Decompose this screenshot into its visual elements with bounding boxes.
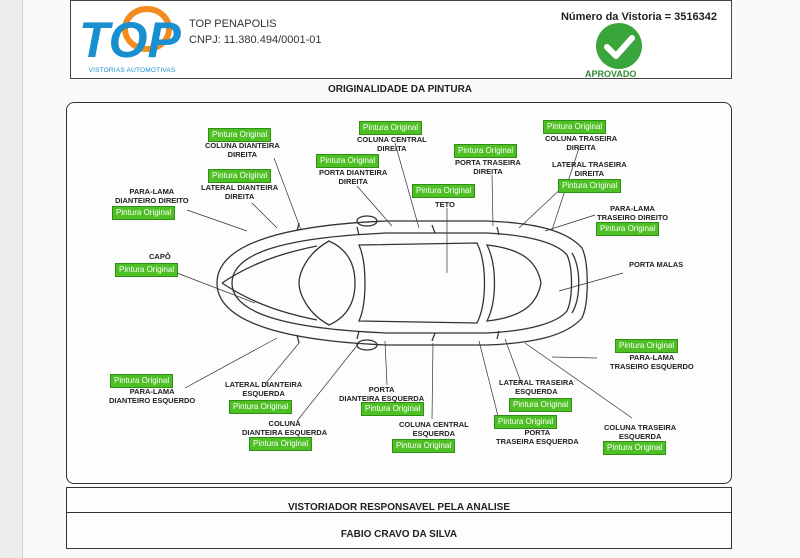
page-background: TOP VISTORIAS AUTOMOTIVAS TOP PENAPOLIS … [22, 0, 800, 558]
status-badge: Pintura Original [316, 154, 380, 168]
status-badge: Pintura Original [596, 222, 660, 236]
leader-line [491, 174, 494, 227]
leader-line [296, 342, 360, 422]
status-badge: Pintura Original [543, 120, 607, 134]
leader-line [264, 342, 300, 385]
part-label: PARA-LAMA TRASEIRO ESQUERDO [610, 353, 694, 371]
company-logo: TOP VISTORIAS AUTOMOTIVAS [77, 5, 182, 75]
status-badge: Pintura Original [412, 184, 476, 198]
company-name: TOP PENAPOLIS [189, 18, 277, 30]
status-badge: Pintura Original [509, 398, 573, 412]
part-label: COLUNA CENTRAL ESQUERDA [399, 420, 469, 438]
part-label: PORTA DIANTEIRA DIREITA [319, 168, 388, 186]
part-label: COLUNA TRASEIRA DIREITA [545, 134, 618, 152]
part-label: PORTA DIANTEIRA ESQUERDA [339, 385, 425, 403]
leader-line [478, 340, 500, 421]
leader-line [251, 202, 278, 229]
part-label: TETO [435, 200, 455, 209]
part-label: PORTA TRASEIRA ESQUERDA [496, 428, 579, 446]
part-label: PARA-LAMA TRASEIRO DIREITO [597, 204, 669, 222]
leader-line [186, 209, 248, 232]
leader-line [394, 142, 420, 229]
leader-line [558, 272, 624, 292]
part-label: COLUNA DIANTEIRA DIREITA [205, 141, 280, 159]
vistoria-number: Número da Vistoria = 3516342 [560, 11, 717, 23]
section-title: ORIGINALIDADE DA PINTURA [327, 84, 473, 95]
divider [67, 512, 731, 513]
part-label: PORTA MALAS [629, 260, 684, 269]
status-badge: Pintura Original [112, 206, 176, 220]
status-badge: Pintura Original [110, 374, 174, 388]
status-badge: Pintura Original [359, 121, 423, 135]
company-cnpj: CNPJ: 11.380.494/0001-01 [189, 34, 322, 46]
leader-line [273, 157, 302, 231]
part-label: COLUNA TRASEIRA ESQUERDA [604, 423, 677, 441]
part-label: PARA-LAMA DIANTEIRO ESQUERDO [109, 387, 196, 405]
part-label: PARA-LAMA DIANTEIRO DIREITO [115, 187, 189, 205]
part-label: PORTA TRASEIRA DIREITA [455, 158, 521, 176]
logo-subtitle: VISTORIAS AUTOMOTIVAS [88, 67, 176, 74]
responsible-title: VISTORIADOR RESPONSAVEL PELA ANALISE [287, 502, 511, 513]
car-diagram-frame: Pintura Original COLUNA DIANTEIRA DIREIT… [66, 102, 732, 484]
leader-line [544, 214, 596, 232]
status-badge: Pintura Original [249, 437, 313, 451]
leader-line [551, 356, 598, 359]
approved-check-icon [596, 23, 642, 69]
leader-line [184, 337, 278, 389]
company-info: TOP PENAPOLIS CNPJ: 11.380.494/0001-01 [189, 16, 322, 48]
status-badge: Pintura Original [558, 179, 622, 193]
leader-line [384, 340, 388, 386]
status-badge: Pintura Original [229, 400, 293, 414]
status-badge: Pintura Original [615, 339, 679, 353]
part-label: LATERAL DIANTEIRA DIREITA [201, 183, 279, 201]
leader-line [524, 342, 633, 419]
status-badge: Pintura Original [115, 263, 179, 277]
status-badge: Pintura Original [208, 169, 272, 183]
part-label: CAPÔ [149, 252, 171, 261]
inspector-name: FABIO CRAVO DA SILVA [340, 529, 458, 540]
status-badge: Pintura Original [392, 439, 456, 453]
report-header: TOP VISTORIAS AUTOMOTIVAS TOP PENAPOLIS … [70, 0, 732, 79]
leader-line [356, 185, 393, 227]
status-badge: Pintura Original [361, 402, 425, 416]
car-diagram [176, 142, 633, 422]
part-label: COLUNA CENTRAL DIREITA [357, 135, 427, 153]
status-badge: Pintura Original [454, 144, 518, 158]
part-label: COLUNA DIANTEIRA ESQUERDA [242, 419, 328, 437]
status-badge: Pintura Original [603, 441, 667, 455]
status-badge: Pintura Original [208, 128, 272, 142]
part-label: LATERAL TRASEIRA DIREITA [552, 160, 627, 178]
signature-section: VISTORIADOR RESPONSAVEL PELA ANALISE FAB… [66, 487, 732, 549]
approved-status: APROVADO [585, 69, 637, 79]
leader-line [504, 338, 523, 386]
part-label: LATERAL DIANTEIRA ESQUERDA [225, 380, 303, 398]
leader-line [176, 272, 256, 304]
part-label: LATERAL TRASEIRA ESQUERDA [499, 378, 574, 396]
status-badge: Pintura Original [494, 415, 558, 429]
logo-text: TOP [79, 12, 182, 67]
leader-line [431, 342, 434, 420]
